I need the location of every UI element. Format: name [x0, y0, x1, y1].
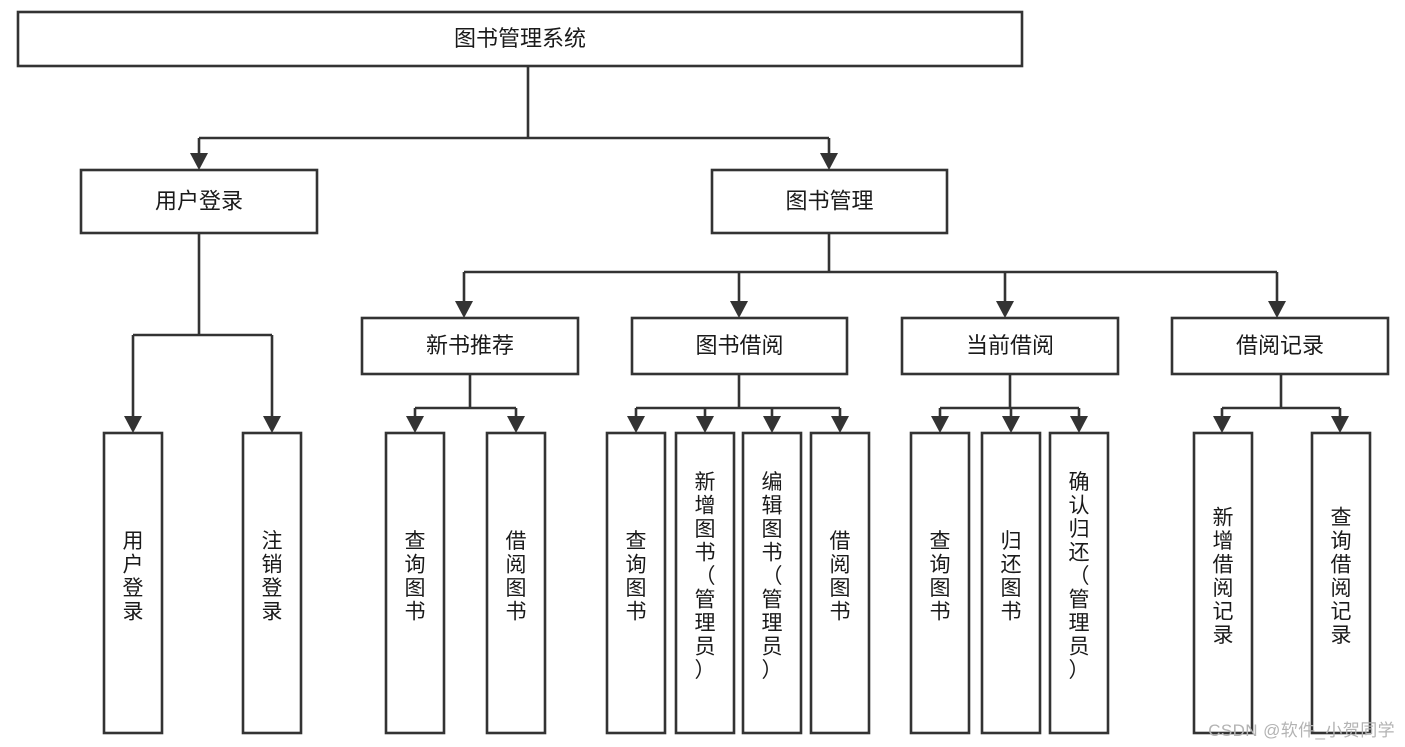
leaf-label: 查询图书	[626, 530, 647, 624]
level2-box	[79, 168, 319, 235]
leaf-box	[1310, 431, 1372, 735]
level3-label: 新书推荐	[426, 333, 514, 358]
leaf-node-13[interactable]: 查询借阅记录	[1310, 431, 1372, 735]
arrow-head-icon	[763, 416, 781, 433]
arrow-head-icon	[455, 301, 473, 318]
level2-node-1[interactable]: 用户登录	[79, 168, 319, 235]
connector-book-mgmt-drop-new	[455, 272, 473, 318]
connector-record-drop-2	[1331, 408, 1349, 433]
leaf-node-12[interactable]: 新增借阅记录	[1192, 431, 1254, 735]
leaf-node-8[interactable]: 借阅图书	[809, 431, 871, 735]
leaf-box	[1192, 431, 1254, 735]
connector-user-login-drop-1	[124, 335, 142, 433]
connector-root-drop-user-login	[190, 138, 208, 170]
leaf-label: 归还图书	[1001, 530, 1022, 624]
leaf-node-7[interactable]: 编辑图书（管理员）	[741, 431, 803, 735]
leaf-box	[485, 431, 547, 735]
connector-new-book-drop-1	[406, 408, 424, 433]
leaf-box	[102, 431, 164, 735]
leaf-label: 编辑图书（管理员）	[762, 471, 783, 682]
connector-root-drop-book-mgmt	[820, 138, 838, 170]
leaf-label: 用户登录	[123, 530, 144, 624]
connector-current-drop-3	[1070, 408, 1088, 433]
arrow-head-icon	[627, 416, 645, 433]
leaf-box	[909, 431, 971, 735]
leaf-node-1[interactable]: 用户登录	[102, 431, 164, 735]
arrow-head-icon	[1002, 416, 1020, 433]
connector-user-login-drop-2	[263, 335, 281, 433]
arrow-head-icon	[1268, 301, 1286, 318]
leaf-node-9[interactable]: 查询图书	[909, 431, 971, 735]
arrow-head-icon	[996, 301, 1014, 318]
leaf-node-3[interactable]: 查询图书	[384, 431, 446, 735]
level3-label: 借阅记录	[1236, 333, 1324, 358]
leaf-node-2[interactable]: 注销登录	[241, 431, 303, 735]
leaf-node-6[interactable]: 新增图书（管理员）	[674, 431, 736, 735]
level3-node-2[interactable]: 图书借阅	[630, 316, 849, 376]
connector-new-book-drop-2	[507, 408, 525, 433]
level3-box	[360, 316, 580, 376]
leaf-box	[980, 431, 1042, 735]
arrow-head-icon	[263, 416, 281, 433]
arrow-head-icon	[1070, 416, 1088, 433]
leaf-box	[605, 431, 667, 735]
level3-label: 当前借阅	[966, 333, 1054, 358]
leaf-node-4[interactable]: 借阅图书	[485, 431, 547, 735]
leaf-box	[384, 431, 446, 735]
connector-current-drop-1	[931, 408, 949, 433]
connector-borrow-drop-1	[627, 408, 645, 433]
arrow-head-icon	[507, 416, 525, 433]
arrow-head-icon	[831, 416, 849, 433]
leaf-label: 注销登录	[262, 530, 283, 624]
level2-node-2[interactable]: 图书管理	[710, 168, 949, 235]
level2-box	[710, 168, 949, 235]
leaf-box	[741, 431, 803, 735]
root-node-1[interactable]: 图书管理系统	[16, 10, 1024, 68]
leaf-label: 查询借阅记录	[1331, 506, 1352, 647]
leaf-box	[809, 431, 871, 735]
level3-node-4[interactable]: 借阅记录	[1170, 316, 1390, 376]
connector-borrow-drop-3	[763, 408, 781, 433]
leaf-label: 查询图书	[405, 530, 426, 624]
connector-borrow-drop-4	[831, 408, 849, 433]
leaf-label: 查询图书	[930, 530, 951, 624]
connector-book-mgmt-drop-record	[1268, 272, 1286, 318]
arrow-head-icon	[931, 416, 949, 433]
arrow-head-icon	[696, 416, 714, 433]
arrow-head-icon	[1213, 416, 1231, 433]
root-label: 图书管理系统	[454, 26, 586, 51]
level3-box	[1170, 316, 1390, 376]
leaf-box	[241, 431, 303, 735]
leaf-label: 新增图书（管理员）	[695, 471, 716, 682]
arrow-head-icon	[124, 416, 142, 433]
leaf-node-11[interactable]: 确认归还（管理员）	[1048, 431, 1110, 735]
arrow-head-icon	[190, 153, 208, 170]
arrow-head-icon	[1331, 416, 1349, 433]
leaf-node-10[interactable]: 归还图书	[980, 431, 1042, 735]
leaf-label: 新增借阅记录	[1213, 506, 1234, 647]
connector-borrow-drop-2	[696, 408, 714, 433]
leaf-box	[674, 431, 736, 735]
level3-box	[900, 316, 1120, 376]
level3-node-3[interactable]: 当前借阅	[900, 316, 1120, 376]
leaf-label: 借阅图书	[830, 530, 851, 624]
level3-label: 图书借阅	[695, 333, 783, 358]
leaf-label: 借阅图书	[506, 530, 527, 624]
level3-node-1[interactable]: 新书推荐	[360, 316, 580, 376]
leaf-box	[1048, 431, 1110, 735]
connector-book-mgmt-drop-borrow	[730, 272, 748, 318]
level3-box	[630, 316, 849, 376]
arrow-head-icon	[406, 416, 424, 433]
arrow-head-icon	[820, 153, 838, 170]
leaf-label: 确认归还（管理员）	[1069, 471, 1090, 682]
level2-label: 图书管理	[785, 188, 873, 213]
root-box	[16, 10, 1024, 68]
connector-current-drop-2	[1002, 408, 1020, 433]
level2-label: 用户登录	[155, 188, 243, 213]
connector-book-mgmt-drop-current	[996, 272, 1014, 318]
arrow-head-icon	[730, 301, 748, 318]
connector-record-drop-1	[1213, 408, 1231, 433]
leaf-node-5[interactable]: 查询图书	[605, 431, 667, 735]
